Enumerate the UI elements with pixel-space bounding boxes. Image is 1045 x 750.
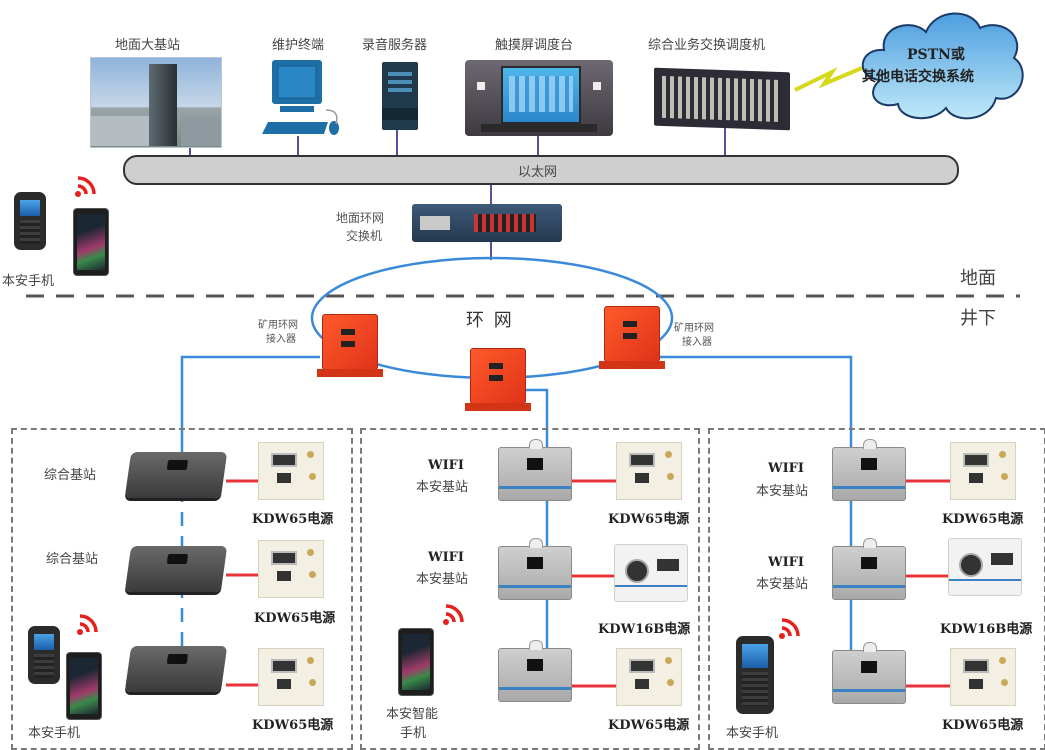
surface-rugged-phone	[14, 192, 46, 250]
group3-station1-label2: 本安基站	[756, 484, 809, 499]
recording-server-icon	[382, 62, 418, 130]
group1-integrated-base-station-2	[124, 546, 228, 592]
recording-server-label: 录音服务器	[362, 38, 428, 53]
maintenance-terminal-label: 维护终端	[272, 38, 325, 53]
maintenance-terminal-icon	[262, 60, 339, 135]
ring-switch-icon	[412, 204, 562, 242]
ethernet-label: 以太网	[518, 165, 558, 180]
dispatch-switch-label: 综合业务交换调度机	[648, 38, 766, 53]
ring-access-left-label-line1: 矿用环网	[258, 320, 298, 331]
ethernet-bus	[123, 155, 959, 185]
ring-access-device-right	[599, 306, 665, 369]
surface-handset-label: 本安手机	[2, 274, 55, 289]
group3-psu-2	[948, 538, 1022, 596]
group1-rugged-phone	[28, 626, 60, 684]
ring-access-left-label-line2: 接入器	[266, 334, 296, 345]
lightning-link	[794, 66, 863, 92]
touchscreen-console-label: 触摸屏调度台	[495, 38, 574, 53]
group1-psu-3	[258, 648, 324, 706]
group3-station1-label1: WIFI	[768, 461, 804, 476]
group1-psu-1-label: KDW65电源	[252, 512, 334, 527]
group2-psu-3-label: KDW65电源	[608, 718, 690, 733]
group1-handset-label: 本安手机	[28, 726, 81, 741]
group1-station2-label: 综合基站	[46, 552, 99, 567]
ring-access-right-label-line2: 接入器	[682, 337, 712, 348]
group3-station2-label1: WIFI	[768, 555, 804, 570]
link-ring-group1	[180, 355, 320, 440]
group3-wifi-base-station-2	[832, 538, 906, 600]
group1-psu-2	[258, 540, 324, 598]
group1-integrated-base-station-3	[124, 646, 228, 692]
group3-wifi-base-station-3	[832, 642, 906, 704]
group1-station1-label: 综合基站	[44, 468, 97, 483]
group3-wifi-base-station-1	[832, 439, 906, 501]
group1-psu-1	[258, 442, 324, 500]
group3-psu-3-label: KDW65电源	[942, 718, 1024, 733]
ring-switch-label-line2: 交换机	[346, 229, 383, 243]
pstn-cloud	[861, 12, 1024, 120]
group2-station1-label2: 本安基站	[416, 480, 469, 495]
group2-smart-phone	[398, 628, 434, 696]
ring-label: 环 网	[466, 310, 514, 331]
group2-handset-label2: 手机	[400, 726, 427, 741]
wifi-signal-icon	[443, 604, 464, 625]
group2-wifi-base-station-3	[498, 640, 572, 702]
pstn-label-line1: PSTN或	[907, 47, 965, 63]
group2-psu-1	[616, 442, 682, 500]
group2-psu-3	[616, 648, 682, 706]
group3-psu-1-label: KDW65电源	[942, 512, 1024, 527]
ring-switch-label-line1: 地面环网	[336, 211, 385, 225]
group2-station2-label2: 本安基站	[416, 572, 469, 587]
ground-base-station-image	[90, 57, 222, 148]
group2-psu-1-label: KDW65电源	[608, 512, 690, 527]
group2-handset-label1: 本安智能	[386, 707, 439, 722]
wifi-signal-icon	[77, 614, 98, 635]
ring-access-device-center	[465, 348, 531, 411]
group3-psu-1	[950, 442, 1016, 500]
underground-label: 井下	[960, 308, 996, 329]
wifi-signal-icon	[779, 618, 800, 639]
group1-psu-3-label: KDW65电源	[252, 718, 334, 733]
link-ring-group3	[660, 355, 853, 445]
dispatch-switch-icon	[654, 67, 790, 131]
ring-access-device-left	[317, 314, 383, 377]
group1-integrated-base-station-1	[124, 452, 228, 498]
group3-handset-label: 本安手机	[726, 726, 779, 741]
group2-station2-label1: WIFI	[428, 550, 464, 565]
group2-psu-2-label: KDW16B电源	[598, 622, 691, 637]
group2-psu-2	[614, 544, 688, 602]
surface-label: 地面	[960, 268, 996, 289]
group2-station1-label1: WIFI	[428, 458, 464, 473]
group3-psu-3	[950, 648, 1016, 706]
surface-smart-phone	[73, 208, 109, 276]
group3-station2-label2: 本安基站	[756, 577, 809, 592]
wifi-signal-icon	[75, 176, 96, 197]
ground-base-station-label: 地面大基站	[115, 38, 181, 53]
group2-wifi-base-station-1	[498, 439, 572, 501]
group1-smart-phone	[66, 652, 102, 720]
touchscreen-console-icon	[465, 60, 613, 136]
group3-rugged-phone	[736, 636, 774, 714]
ring-access-right-label-line1: 矿用环网	[674, 323, 714, 334]
group3-psu-2-label: KDW16B电源	[940, 622, 1033, 637]
pstn-label-line2: 其他电话交换系统	[862, 69, 974, 85]
group1-psu-2-label: KDW65电源	[254, 611, 336, 626]
group2-wifi-base-station-2	[498, 538, 572, 600]
